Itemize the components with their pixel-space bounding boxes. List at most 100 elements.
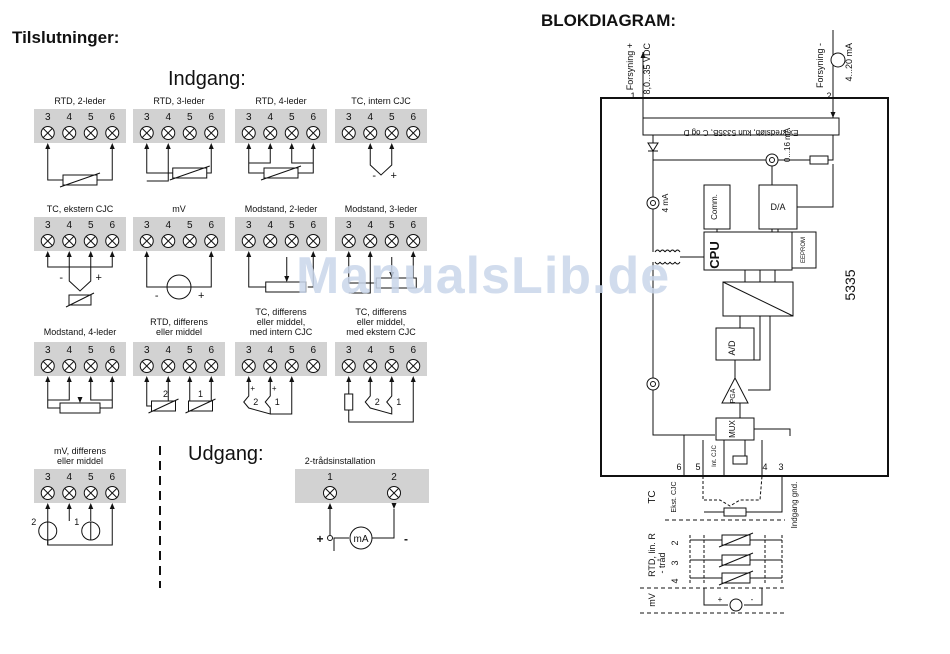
pin-2: 2 (826, 91, 831, 101)
terminal-screw-slot (308, 361, 319, 371)
connection-label: TC, differens (255, 307, 307, 317)
terminal-screw-slot (85, 236, 96, 246)
watermark: ManualsLib.de (296, 247, 671, 305)
ad-block (715, 327, 755, 361)
arrow (144, 143, 150, 149)
terminal-screw-slot (64, 488, 75, 498)
terminal-screw-slot (64, 128, 75, 138)
pin-3: 3 (778, 462, 783, 472)
terminal-number: 5 (187, 345, 193, 356)
arrow (346, 376, 352, 382)
connection-label: Modstand, 3-leder (345, 204, 418, 214)
terminal-screw-slot (408, 128, 419, 138)
terminal-screw-slot (308, 128, 319, 138)
terminal-number: 5 (187, 220, 193, 231)
comm-label: Comm. (710, 194, 719, 220)
terminal-number: 5 (289, 220, 295, 231)
cpu-label: CPU (707, 241, 722, 268)
arrow (66, 503, 72, 509)
mv-input-source (729, 598, 743, 612)
terminal-number: 5 (389, 345, 395, 356)
rtd-slash (169, 165, 210, 181)
connection-label: eller middel, (257, 317, 306, 327)
wire (748, 316, 771, 391)
connection-label: mV (172, 204, 186, 214)
arrow (367, 251, 373, 257)
model-number: 5335 (842, 269, 858, 300)
terminal-number: 6 (208, 220, 214, 231)
terminal-number: 4 (267, 112, 273, 123)
arrow (66, 251, 72, 257)
terminal-number: 3 (45, 220, 51, 231)
supply-plus-label: Forsyning + (625, 43, 635, 90)
connection-label: TC, intern CJC (351, 96, 411, 106)
mux-label: MUX (728, 419, 737, 437)
ex-barrier-label: Ex-kredsløb, kun 5335B, C og D (683, 128, 798, 137)
arrow (88, 251, 94, 257)
connection-label: eller middel (156, 327, 202, 337)
excitation-source-inner (650, 381, 656, 387)
arrow (45, 251, 51, 257)
terminal-number: 5 (289, 345, 295, 356)
arrow (389, 143, 395, 149)
terminal-number: 4 (66, 345, 72, 356)
ex-barrier (642, 117, 840, 136)
rtd-slash (59, 172, 101, 188)
transformer-coil (664, 249, 671, 253)
terminal-number: 3 (45, 345, 51, 356)
sensor-number: 2 (163, 389, 168, 399)
terminal-screw-slot (42, 488, 53, 498)
terminal-screw-slot (265, 236, 276, 246)
terminal-number: 4 (267, 345, 273, 356)
terminal-number: 4 (66, 220, 72, 231)
wire-count: 2 (670, 540, 680, 545)
arrow (246, 143, 252, 149)
connection-label: RTD, 2-leder (54, 96, 105, 106)
terminal-number: 3 (144, 220, 150, 231)
arrow (410, 251, 416, 257)
current-range-label: 4...20 mA (844, 43, 854, 82)
wire (68, 257, 92, 292)
terminal-number: 6 (109, 220, 115, 231)
terminal-screw-slot (386, 361, 397, 371)
connection-label: RTD, differens (150, 317, 208, 327)
terminal-number: 3 (246, 220, 252, 231)
terminal-screw-slot (64, 361, 75, 371)
arrow (410, 376, 416, 382)
terminal-screw-slot (85, 488, 96, 498)
wire (248, 149, 271, 164)
wire (369, 509, 395, 539)
terminal-number: 3 (45, 112, 51, 123)
shunt-resistor (809, 155, 829, 165)
wire (797, 164, 834, 208)
terminal-number: 5 (88, 220, 94, 231)
transformer-coil (669, 249, 676, 253)
terminal-screw-slot (365, 236, 376, 246)
mv-label: mV (647, 593, 657, 607)
output-minus: - (404, 532, 408, 546)
rtd-slash (718, 570, 754, 586)
polarity: + (272, 384, 277, 393)
terminal-number: 5 (88, 345, 94, 356)
connection-label: TC, ekstern CJC (47, 204, 114, 214)
connection-label: eller middel, (357, 317, 406, 327)
terminal-screw-slot (107, 128, 118, 138)
arrow (109, 503, 115, 509)
transformer-coil (659, 249, 666, 253)
terminal-number: 4 (66, 112, 72, 123)
terminal-screw-slot (85, 128, 96, 138)
pin-5: 5 (695, 462, 700, 472)
tc-label: TC (647, 490, 658, 503)
wire (146, 149, 169, 182)
ext-cjc-sensor (723, 507, 747, 517)
terminal-screw-slot (184, 361, 195, 371)
ext-cjc-label: Ekst. CJC (671, 481, 678, 512)
terminal-number: 6 (410, 345, 416, 356)
terminal-number: 6 (310, 112, 316, 123)
wire (744, 588, 763, 606)
terminal-screw-slot (163, 128, 174, 138)
arrow (391, 503, 397, 509)
rtd-slash (718, 552, 754, 568)
connection-label: med ekstern CJC (346, 327, 416, 337)
